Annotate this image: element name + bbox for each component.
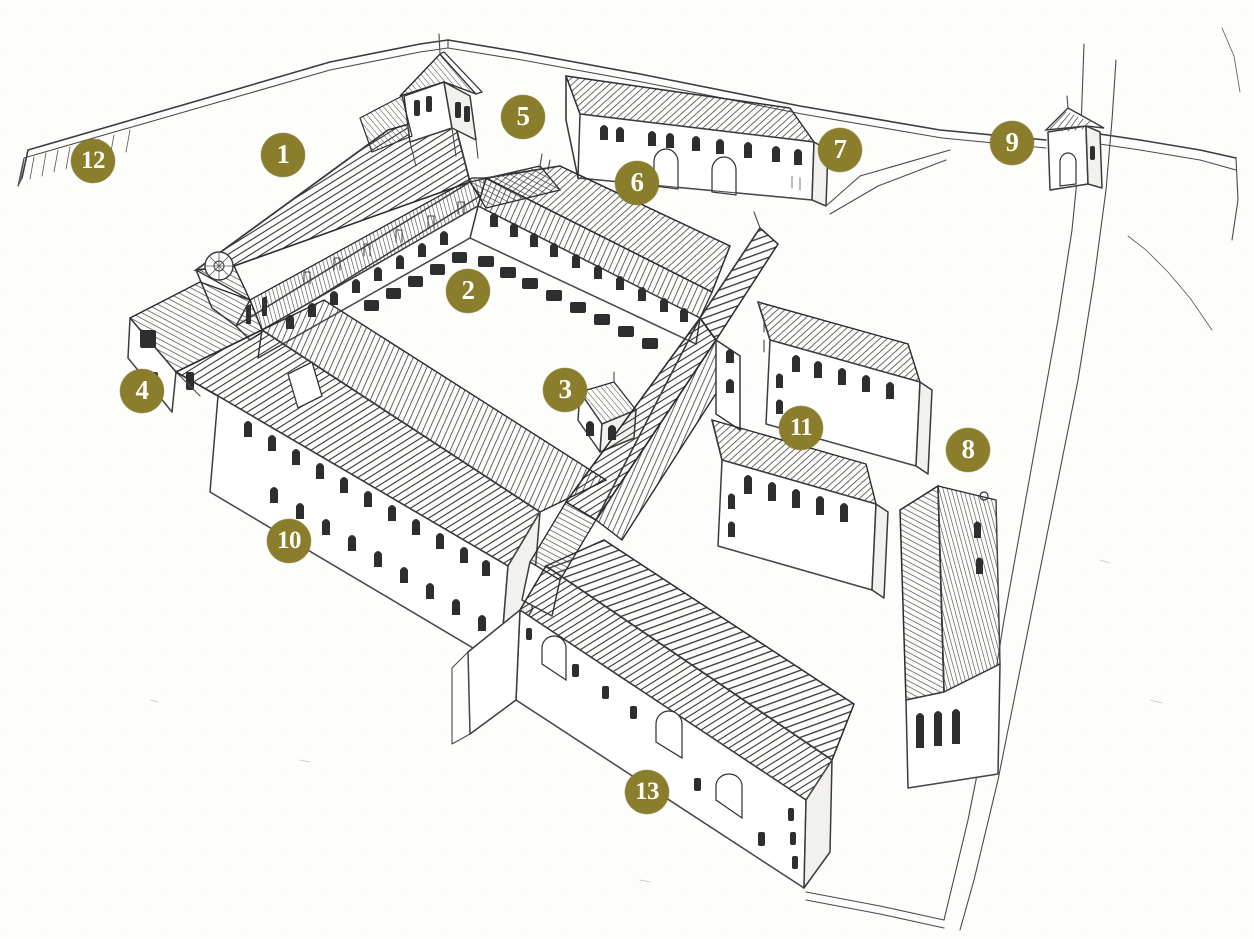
marker-3-label: 3: [558, 373, 573, 404]
building-11-window-row: [776, 355, 894, 414]
building-13-window-row: [526, 628, 798, 869]
marker-2-label: 2: [461, 274, 476, 305]
marker-13[interactable]: 13: [625, 770, 669, 814]
marker-12[interactable]: 12: [71, 139, 115, 183]
building-8-east-barn: [899, 484, 1001, 789]
building-8-side-openings: [974, 491, 989, 574]
marker-6[interactable]: 6: [615, 161, 659, 205]
crossing-tower: [399, 33, 484, 167]
marker-12-label: 12: [81, 146, 106, 174]
cloister-arcade-lower-west: [364, 252, 467, 311]
marker-2[interactable]: 2: [446, 269, 490, 313]
building-east-lower-window-row: [728, 475, 848, 537]
ground-texture: [149, 559, 1163, 883]
marker-1-label: 1: [276, 138, 291, 169]
marker-9-label: 9: [1005, 126, 1020, 157]
building-10-window-row-lower: [270, 487, 486, 631]
marker-11[interactable]: 11: [779, 406, 823, 450]
marker-1[interactable]: 1: [261, 133, 305, 177]
marker-4[interactable]: 4: [120, 369, 164, 413]
marker-10-label: 10: [277, 526, 302, 554]
building-7-northeast-range: [564, 75, 951, 215]
marker-8-label: 8: [961, 433, 976, 464]
building-10-west-long-range: [174, 299, 608, 665]
marker-10[interactable]: 10: [267, 519, 311, 563]
building-8-gable-openings: [916, 709, 960, 748]
building-4-west-wing-end: [127, 281, 263, 413]
marker-7-label: 7: [833, 133, 848, 164]
cloister-arcade-lower-north: [478, 256, 658, 349]
marker-4-label: 4: [135, 374, 150, 405]
marker-5-label: 5: [516, 100, 531, 131]
marker-3[interactable]: 3: [543, 368, 587, 412]
building-9-gatehouse: [1044, 95, 1105, 191]
marker-9[interactable]: 9: [990, 121, 1034, 165]
building-10-window-row-upper: [244, 421, 490, 576]
marker-13-label: 13: [635, 777, 660, 805]
building-6-cloister-north-range: [469, 165, 731, 349]
marker-8[interactable]: 8: [946, 428, 990, 472]
marker-7[interactable]: 7: [818, 128, 862, 172]
marker-11-label: 11: [789, 413, 813, 441]
building-13-south-range: [451, 539, 855, 889]
marker-6-label: 6: [630, 166, 645, 197]
marker-5[interactable]: 5: [501, 95, 545, 139]
cloister-arcade-windows-north: [490, 213, 688, 322]
building-east-outbuilding-lower: [711, 418, 889, 599]
building-7-windows: [600, 125, 802, 165]
